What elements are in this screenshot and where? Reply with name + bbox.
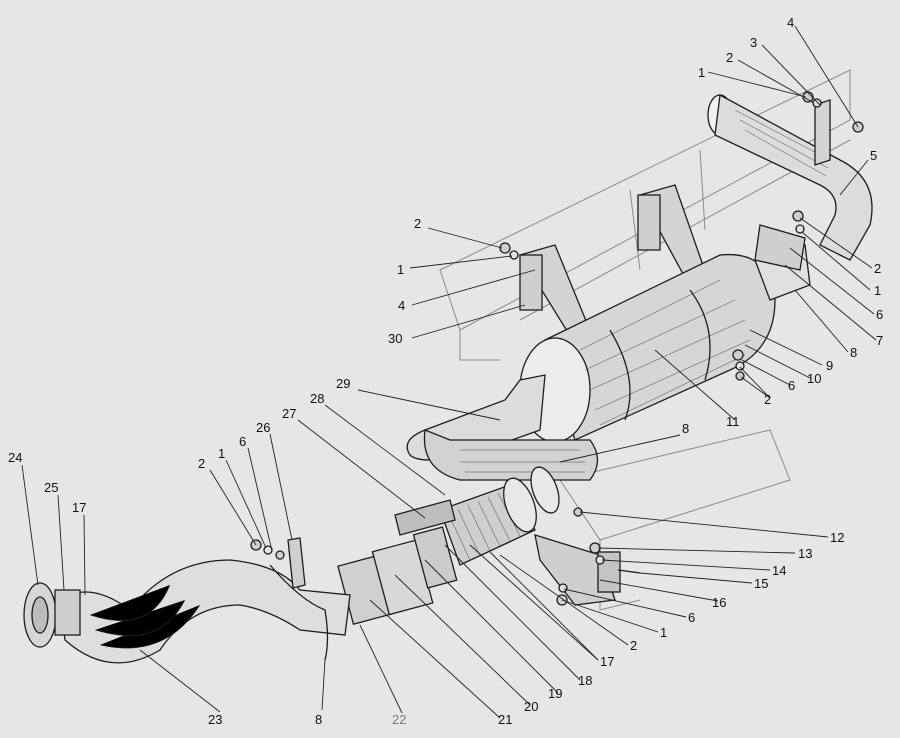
callout-4: 4 [398, 298, 405, 313]
callout-22: 22 [392, 712, 406, 727]
callout-25: 25 [44, 480, 58, 495]
callout-6: 6 [788, 378, 795, 393]
callout-30: 30 [388, 331, 402, 346]
rear-tail-pipe [707, 93, 873, 261]
callout-23: 23 [208, 712, 222, 727]
callout-8: 8 [315, 712, 322, 727]
callout-17: 17 [600, 654, 614, 669]
callout-8: 8 [850, 345, 857, 360]
callout-2: 2 [414, 216, 421, 231]
callout-9: 9 [826, 358, 833, 373]
front-pipe-bracket [269, 537, 329, 661]
intermediate-pipe [406, 374, 599, 481]
callout-28: 28 [310, 391, 324, 406]
callout-5: 5 [870, 148, 877, 163]
callout-29: 29 [336, 376, 350, 391]
callout-6: 6 [239, 434, 246, 449]
callout-1: 1 [874, 283, 881, 298]
callout-19: 19 [548, 686, 562, 701]
callout-16: 16 [712, 595, 726, 610]
callout-15: 15 [754, 576, 768, 591]
callout-2: 2 [726, 50, 733, 65]
callout-1: 1 [698, 65, 705, 80]
callout-14: 14 [772, 563, 786, 578]
callout-10: 10 [807, 371, 821, 386]
callout-3: 3 [750, 35, 757, 50]
callout-6: 6 [688, 610, 695, 625]
muffler [519, 224, 811, 443]
callout-13: 13 [798, 546, 812, 561]
leader-lines [21, 25, 877, 719]
callout-2: 2 [630, 638, 637, 653]
callout-4: 4 [787, 15, 794, 30]
callout-2: 2 [198, 456, 205, 471]
callout-1: 1 [660, 625, 667, 640]
callout-6: 6 [876, 307, 883, 322]
callout-24: 24 [8, 450, 22, 465]
callout-12: 12 [830, 530, 844, 545]
callout-1: 1 [218, 446, 225, 461]
callout-18: 18 [578, 673, 592, 688]
callout-20: 20 [524, 699, 538, 714]
callout-labels: 1 2 3 4 5 2 1 4 30 2 1 6 7 8 9 10 6 2 11… [8, 15, 883, 727]
flange-assembly [337, 499, 458, 625]
callout-17: 17 [72, 500, 86, 515]
callout-11: 11 [726, 414, 740, 429]
callout-27: 27 [282, 406, 296, 421]
callout-2: 2 [764, 392, 771, 407]
callout-7: 7 [876, 333, 883, 348]
flexible-hose [439, 466, 560, 566]
callout-2: 2 [874, 261, 881, 276]
front-exhaust-pipe [23, 559, 351, 664]
callout-1: 1 [397, 262, 404, 277]
callout-26: 26 [256, 420, 270, 435]
callout-8: 8 [682, 421, 689, 436]
callout-21: 21 [498, 712, 512, 727]
